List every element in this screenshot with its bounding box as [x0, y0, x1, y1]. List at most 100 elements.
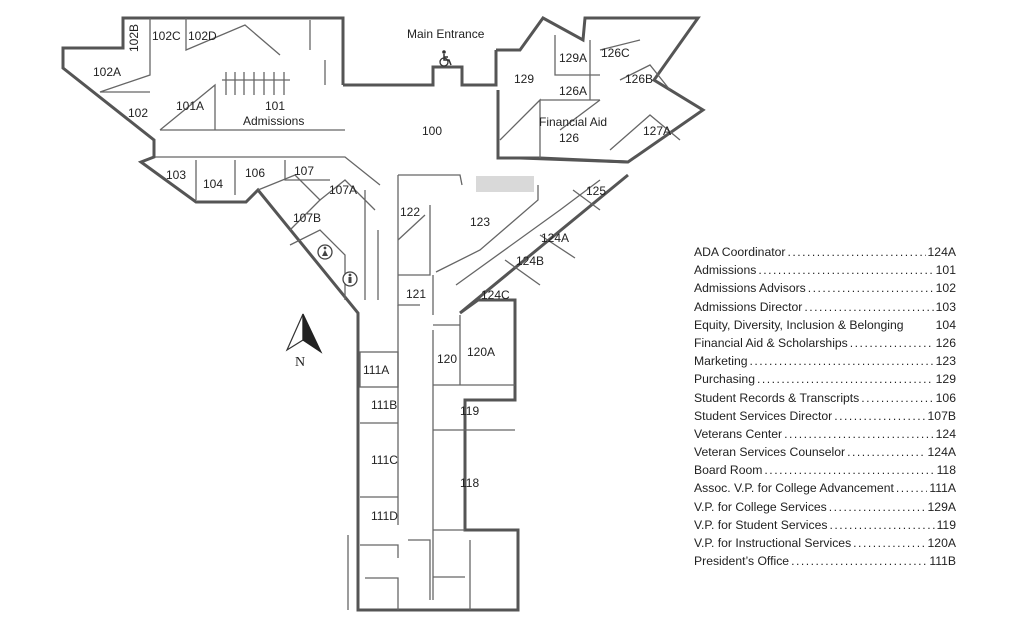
room-101: 101 [265, 99, 286, 113]
interior-walls [99, 18, 681, 610]
room-126B: 126B [625, 72, 654, 86]
directory-office-name: Admissions [694, 263, 757, 278]
directory-room-number: 123 [935, 354, 956, 369]
directory-row: Admissions Director 103 [694, 300, 956, 318]
directory-office-name: President’s Office [694, 554, 790, 569]
directory-row: Veteran Services Counselor124A [694, 445, 956, 463]
directory-row: Student Services Director107B [694, 409, 956, 427]
room-126C: 126C [601, 46, 630, 60]
directory-room-number: 126 [935, 335, 956, 350]
directory-office-name: V.P. for Instructional Services [694, 536, 852, 550]
room-129: 129 [514, 72, 535, 86]
room-100: 100 [422, 124, 443, 138]
directory-leader-dots [787, 245, 925, 259]
directory-row: V.P. for Instructional Services 120A [694, 536, 956, 554]
directory-room-number: 102 [935, 281, 956, 296]
directory-row: V.P. for College Services129A [694, 500, 956, 518]
room-122: 122 [400, 205, 421, 219]
room-102: 102 [128, 106, 149, 120]
room-124A: 124A [541, 231, 570, 245]
room-102B: 102B [127, 23, 141, 52]
directory-room-number: 129 [935, 372, 956, 387]
room-124B: 124B [516, 254, 545, 268]
main-entrance-label: Main Entrance [407, 27, 485, 41]
room-120A: 120A [467, 345, 496, 359]
room-124C: 124C [481, 288, 510, 302]
room-101-name: Admissions [243, 114, 305, 128]
directory-leader-dots [757, 372, 934, 386]
directory-leader-dots [829, 500, 926, 514]
room-123: 123 [470, 215, 491, 229]
room-107B: 107B [293, 211, 322, 225]
directory-office-name: Purchasing [694, 372, 755, 387]
room-104: 104 [203, 177, 224, 191]
directory-leader-dots [764, 463, 934, 477]
room-126: 126 [559, 131, 580, 145]
directory-row: Marketing 123 [694, 354, 956, 372]
directory-leader-dots [750, 354, 934, 368]
directory-room-number: 124 [935, 426, 956, 441]
room-111A: 111A [363, 363, 390, 377]
room-102A: 102A [93, 65, 122, 79]
directory-office-name: Student Records & Transcripts [694, 390, 860, 405]
directory-office-name: Veterans Center [694, 426, 783, 441]
directory-leader-dots [791, 554, 927, 568]
room-126A: 126A [559, 84, 588, 98]
directory-room-number: 101 [935, 263, 956, 278]
directory-room-number: 107B [927, 408, 956, 423]
wall-right-wing [496, 16, 706, 164]
directory-room-number: 104 [935, 317, 956, 332]
room-107A: 107A [329, 183, 358, 197]
room-129A: 129A [559, 51, 588, 65]
directory-row: President’s Office 111B [694, 554, 956, 572]
accessible-entrance-icon [439, 50, 452, 67]
directory-leader-dots [834, 409, 925, 423]
room-120: 120 [437, 352, 458, 366]
directory-leader-dots [758, 263, 933, 277]
directory-office-name: ADA Coordinator [694, 245, 786, 259]
room-111D: 111D [371, 509, 398, 523]
directory-row: Admissions 101 [694, 263, 956, 281]
directory-row: Purchasing 129 [694, 372, 956, 390]
directory-row: Equity, Diversity, Inclusion & Belonging… [694, 318, 956, 336]
directory-room-number: 111A [929, 481, 956, 496]
directory-leader-dots [847, 445, 925, 459]
directory-room-number: 120A [927, 536, 956, 550]
room-107: 107 [294, 164, 315, 178]
room-106: 106 [245, 166, 266, 180]
room-102D: 102D [188, 29, 217, 43]
directory-room-number: 103 [935, 299, 956, 314]
directory-room-number: 129A [927, 499, 956, 514]
directory-row: Admissions Advisors 102 [694, 281, 956, 299]
directory-room-number: 106 [935, 390, 956, 405]
directory-room-number: 111B [929, 554, 956, 569]
room-121: 121 [406, 287, 427, 301]
directory-room-number: 119 [936, 517, 956, 532]
directory-room-number: 124A [927, 245, 956, 259]
directory-leader-dots [784, 427, 934, 441]
room-119: 119 [460, 404, 480, 418]
directory-leader-dots [861, 391, 933, 405]
directory-office-name: Marketing [694, 354, 748, 369]
directory-office-name: Board Room [694, 463, 763, 478]
directory-office-name: Admissions Advisors [694, 281, 806, 296]
directory-office-name: Veteran Services Counselor [694, 445, 846, 460]
room-127A: 127A [643, 124, 672, 138]
north-arrow-icon [285, 313, 323, 354]
directory-office-name: Admissions Director [694, 299, 803, 314]
directory-leader-dots [804, 300, 933, 314]
directory-office-name: V.P. for Student Services [694, 517, 828, 532]
directory-row: V.P. for Student Services 119 [694, 518, 956, 536]
room-111C: 111C [371, 453, 398, 467]
directory-leader-dots [850, 336, 934, 350]
room-126-name: Financial Aid [539, 115, 608, 129]
directory-office-name: Assoc. V.P. for College Advancement [694, 481, 894, 496]
directory-leader-dots [896, 481, 927, 495]
directory-leader-dots [853, 536, 925, 550]
restroom-men-icon [342, 271, 358, 287]
room-102C: 102C [152, 29, 181, 43]
directory-row: Assoc. V.P. for College Advancement 111A [694, 481, 956, 499]
directory-row: ADA Coordinator 124A [694, 245, 956, 263]
north-label: N [295, 355, 306, 370]
